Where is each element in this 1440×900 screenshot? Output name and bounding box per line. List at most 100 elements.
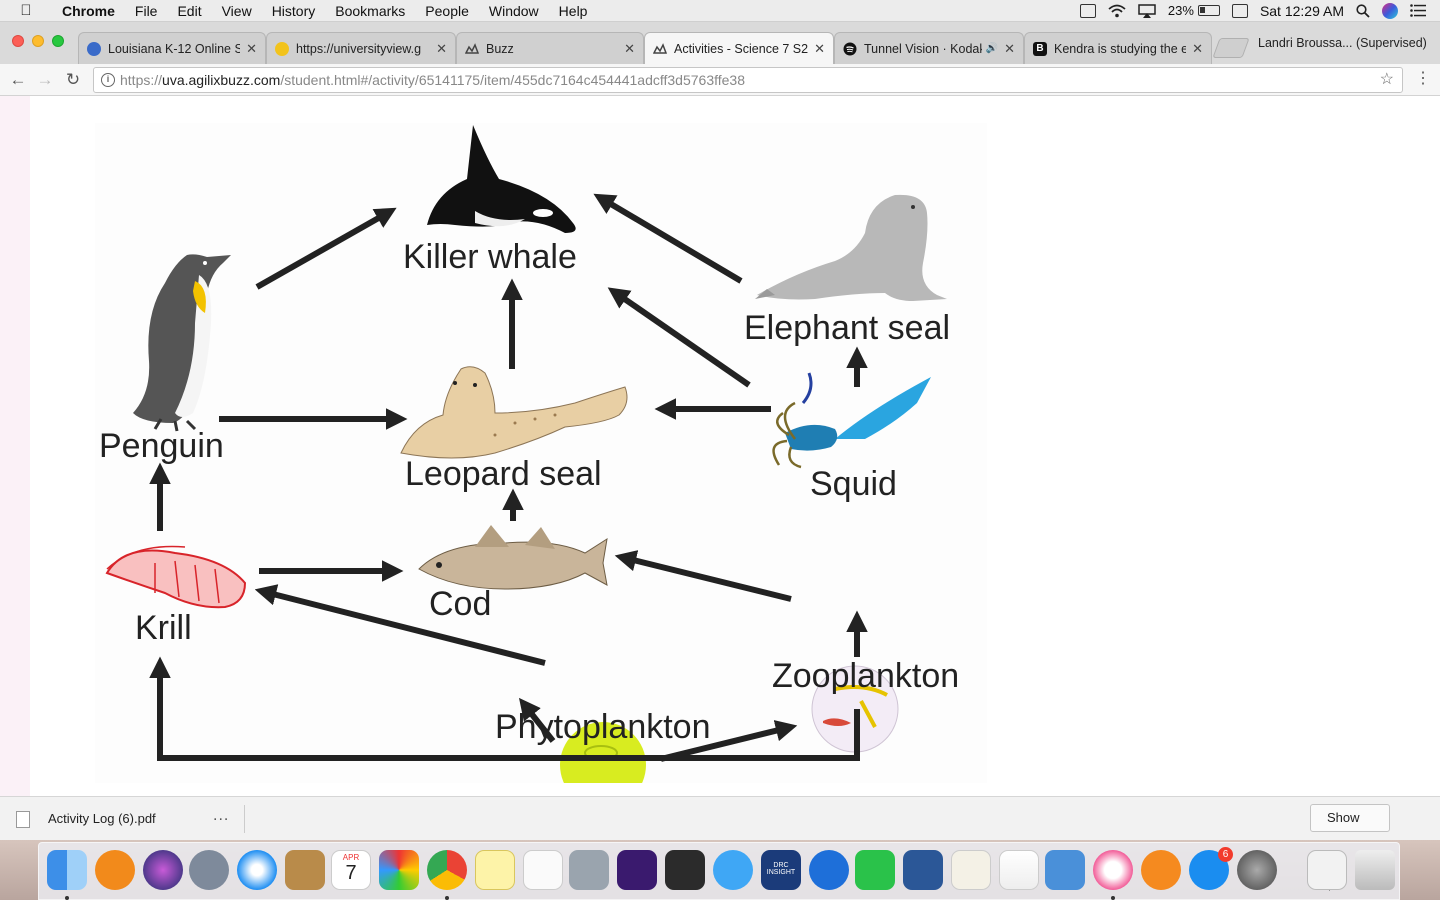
shelf-divider (244, 805, 245, 833)
profile-button[interactable]: Landri Broussa... (Supervised) (1258, 36, 1427, 50)
tab-close-icon[interactable]: ✕ (1192, 40, 1203, 56)
keyhole-app-icon[interactable] (95, 850, 135, 890)
arrow-phytoplankton-to-zooplankton (660, 720, 798, 762)
calendar-tray-icon[interactable] (1231, 3, 1248, 18)
pages-icon[interactable] (951, 850, 991, 890)
itunes-icon[interactable] (1093, 850, 1133, 890)
tab-buzz[interactable]: Buzz ✕ (456, 32, 644, 64)
label-leopard-seal: Leopard seal (405, 455, 602, 493)
spotlight-search-icon[interactable] (1356, 3, 1370, 18)
siri-app-icon[interactable] (143, 850, 183, 890)
trash-icon[interactable] (1355, 850, 1395, 890)
food-web-diagram: Killer whale Elephant seal Penguin Leopa… (95, 123, 987, 783)
menu-bookmarks[interactable]: Bookmarks (335, 2, 406, 19)
download-shelf: Activity Log (6).pdf ... Show (0, 796, 1440, 840)
menu-file[interactable]: File (134, 2, 158, 19)
tab-close-icon[interactable]: ✕ (814, 40, 825, 56)
quicktime-icon[interactable] (809, 850, 849, 890)
tab-louisiana-k12[interactable]: Louisiana K-12 Online S ✕ (78, 32, 266, 64)
window-minimize-button[interactable] (32, 35, 44, 47)
launchpad-icon[interactable] (189, 850, 229, 890)
download-options-button[interactable]: ... (213, 807, 230, 824)
page-content: Killer whale Elephant seal Penguin Leopa… (0, 96, 1440, 796)
label-cod: Cod (429, 585, 492, 623)
image-capture-icon[interactable] (569, 850, 609, 890)
url-host: uva.agilixbuzz.com (162, 72, 281, 88)
battery-icon (1197, 5, 1220, 16)
running-indicator (445, 896, 449, 900)
app-store-badge: 6 (1218, 847, 1233, 862)
lightbulb-icon (275, 41, 289, 56)
running-indicator (65, 896, 69, 900)
tab-title: Louisiana K-12 Online S (108, 41, 241, 56)
back-arrow-icon[interactable]: ← (9, 70, 27, 89)
contacts-icon[interactable] (285, 850, 325, 890)
battery-indicator[interactable]: 23% (1168, 3, 1220, 18)
window-close-button[interactable] (12, 35, 24, 47)
squid-image (772, 372, 931, 469)
tab-activities-science[interactable]: Activities - Science 7 S2 ✕ (644, 32, 834, 64)
apple-icon[interactable]:  (0, 2, 52, 19)
word-icon[interactable] (903, 850, 943, 890)
label-krill: Krill (135, 609, 192, 647)
reload-icon[interactable]: ↻ (65, 70, 81, 89)
tab-tunnel-vision[interactable]: Tunnel Vision · Kodak 🔊 ✕ (834, 32, 1024, 64)
numbers-icon[interactable] (999, 850, 1039, 890)
tab-close-icon[interactable]: ✕ (246, 40, 257, 56)
tab-close-icon[interactable]: ✕ (1004, 40, 1015, 56)
krill-image (105, 545, 247, 609)
tab-title: Tunnel Vision · Kodak (864, 41, 982, 56)
reminders-icon[interactable] (523, 850, 563, 890)
audio-playing-icon[interactable]: 🔊 (985, 43, 999, 54)
tab-kendra-studying[interactable]: B Kendra is studying the e ✕ (1024, 32, 1212, 64)
ibooks-icon[interactable] (1141, 850, 1181, 890)
tab-strip: Louisiana K-12 Online S ✕ https://univer… (0, 22, 1440, 64)
airplay-icon[interactable] (1138, 3, 1156, 18)
drc-insight-icon[interactable]: DRC INSIGHT (761, 850, 801, 890)
photos-icon[interactable] (379, 850, 419, 890)
new-tab-button[interactable] (1212, 38, 1250, 58)
photo-booth-icon[interactable] (665, 850, 705, 890)
pdf-file-icon (16, 811, 30, 828)
menu-view[interactable]: View (221, 2, 252, 19)
calendar-icon[interactable]: APR 7 (331, 850, 371, 890)
notes-icon[interactable] (475, 850, 515, 890)
chrome-icon[interactable] (427, 850, 467, 890)
window-zoom-button[interactable] (52, 35, 64, 47)
minimized-window-icon[interactable] (1307, 850, 1347, 890)
facetime-icon[interactable] (855, 850, 895, 890)
chrome-menu-icon[interactable]: ⋮ (1415, 70, 1431, 87)
menu-people[interactable]: People (425, 2, 469, 19)
tab-universityview[interactable]: https://universityview.g ✕ (266, 32, 456, 64)
notification-center-icon[interactable] (1410, 4, 1426, 17)
cod-image (418, 525, 608, 590)
messages-icon[interactable] (713, 850, 753, 890)
menu-help[interactable]: Help (558, 2, 588, 19)
site-info-icon[interactable]: i (101, 73, 115, 87)
forward-arrow-icon[interactable]: → (36, 70, 54, 89)
finder-icon[interactable] (47, 850, 87, 890)
brainly-tray-icon[interactable] (1079, 3, 1096, 18)
safari-icon[interactable] (237, 850, 277, 890)
tab-close-icon[interactable]: ✕ (624, 40, 635, 56)
imovie-icon[interactable] (617, 850, 657, 890)
penguin-image (133, 254, 231, 432)
browser-toolbar: ← → ↻ i https://uva.agilixbuzz.com/stude… (0, 64, 1440, 96)
menu-edit[interactable]: Edit (177, 2, 202, 19)
menu-history[interactable]: History (271, 2, 316, 19)
wifi-icon[interactable] (1108, 4, 1126, 18)
system-preferences-icon[interactable] (1237, 850, 1277, 890)
menu-window[interactable]: Window (488, 2, 539, 19)
tab-close-icon[interactable]: ✕ (436, 40, 447, 56)
clock[interactable]: Sat 12:29 AM (1259, 2, 1344, 19)
label-squid: Squid (810, 465, 897, 503)
menu-app-name[interactable]: Chrome (62, 2, 115, 19)
siri-icon[interactable] (1382, 2, 1398, 19)
brainly-icon: B (1033, 41, 1047, 56)
label-phytoplankton: Phytoplankton (495, 708, 711, 746)
address-bar[interactable]: i https://uva.agilixbuzz.com/student.htm… (93, 67, 1403, 93)
show-all-button[interactable]: Show (1310, 804, 1390, 832)
keynote-icon[interactable] (1045, 850, 1085, 890)
bookmark-star-icon[interactable]: ☆ (1379, 71, 1394, 88)
download-file-name[interactable]: Activity Log (6).pdf (48, 811, 156, 826)
